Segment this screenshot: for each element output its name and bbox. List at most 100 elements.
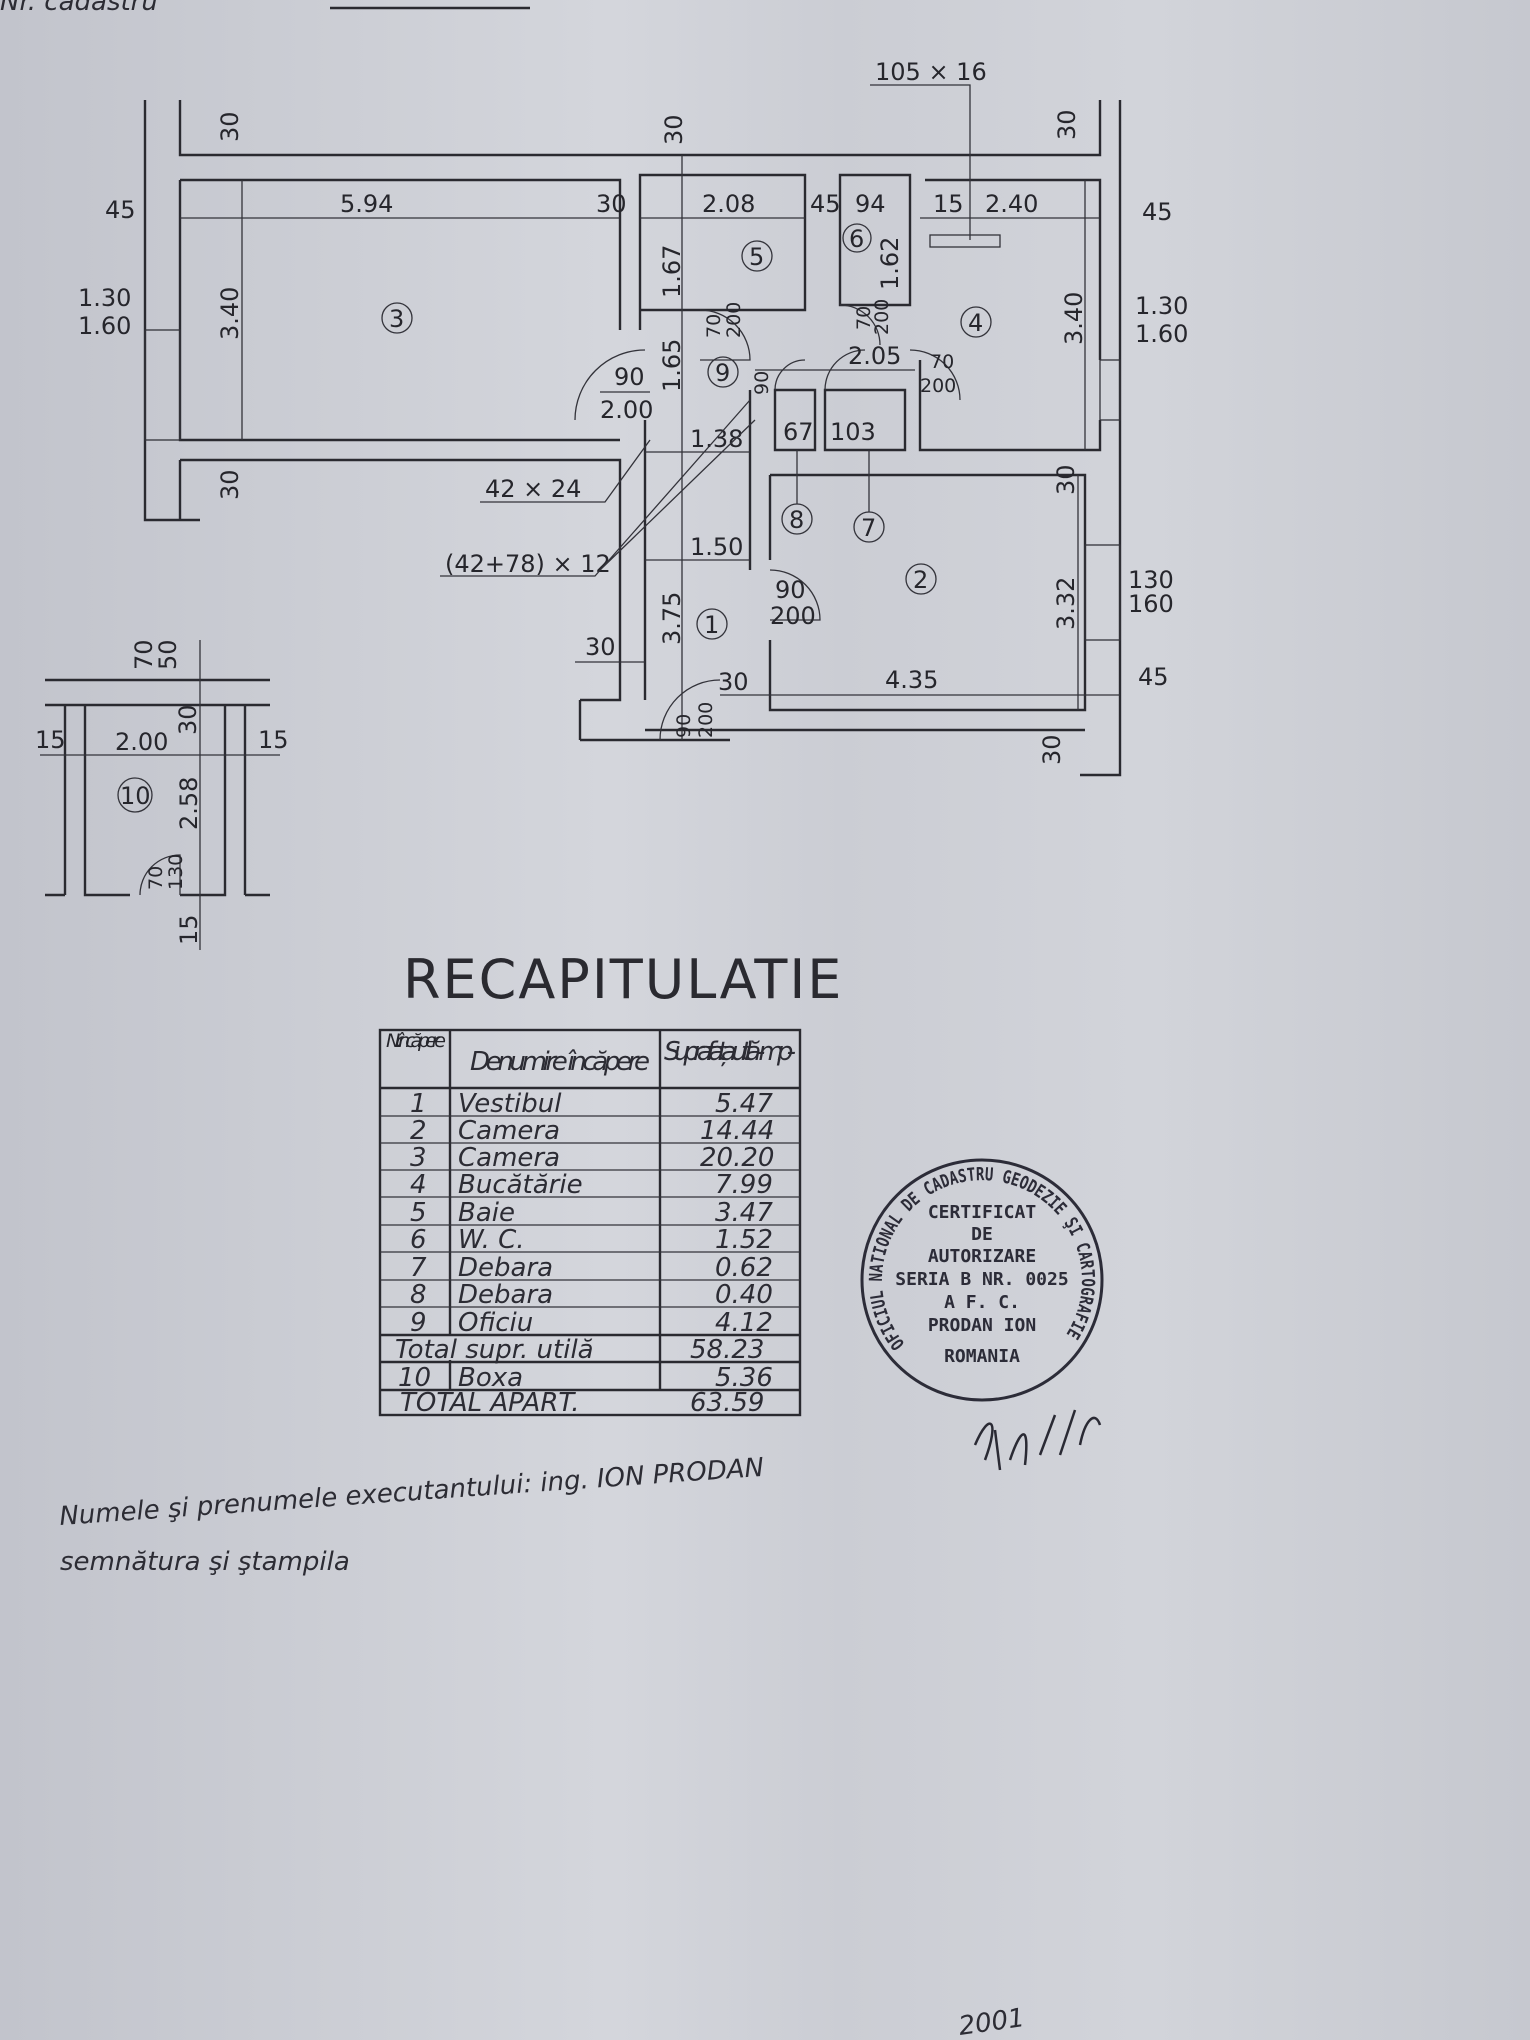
total-label: TOTAL APART. xyxy=(400,1388,579,1418)
dim: 30 xyxy=(1053,109,1081,140)
cadastral-label: Nr. cadastru xyxy=(0,0,158,17)
dim: 1.65 xyxy=(658,339,686,392)
boxa-name: Boxa xyxy=(458,1363,523,1393)
walls xyxy=(143,100,1122,777)
dim: 70 xyxy=(145,866,167,890)
dim: 45 xyxy=(1142,198,1173,226)
date: 2001 xyxy=(957,2003,1027,2040)
dim: 90 xyxy=(673,714,695,738)
header-area: Suprafața utilă -mp- xyxy=(664,1037,796,1067)
stamp-text: DE xyxy=(971,1224,993,1245)
row-nr: 6 xyxy=(410,1225,427,1255)
dim: 200 xyxy=(770,602,816,630)
row-area: 0.62 xyxy=(715,1253,773,1283)
dim: 2.40 xyxy=(985,190,1038,218)
dim: 15 xyxy=(175,914,203,945)
dim: 30 xyxy=(660,114,688,145)
room-number: 9 xyxy=(715,359,730,387)
dim: 2.58 xyxy=(175,777,203,830)
total-util-label: Total supr. utilă xyxy=(395,1335,594,1365)
row-area: 7.99 xyxy=(715,1170,773,1200)
row-name: Camera xyxy=(458,1116,560,1146)
dimension-labels: 105 × 16 45 5.94 30 3.40 1.30 1.60 30 30… xyxy=(35,58,1188,950)
dim: 70 xyxy=(853,306,875,330)
dim: 90 xyxy=(775,576,806,604)
dim: 94 xyxy=(855,190,886,218)
dim: 15 xyxy=(258,726,289,754)
row-nr: 8 xyxy=(410,1280,427,1310)
dim: 2.00 xyxy=(600,396,653,424)
row-nr: 3 xyxy=(410,1143,427,1173)
dim: 160 xyxy=(1128,590,1174,618)
boxa-area: 5.36 xyxy=(715,1363,773,1393)
dim: 30 xyxy=(174,704,202,735)
total-util-value: 58.23 xyxy=(690,1335,764,1365)
signature-line: semnătura şi ştampila xyxy=(60,1547,350,1577)
dim: 1.30 xyxy=(1135,292,1188,320)
door-swings xyxy=(574,304,961,741)
dim: 67 xyxy=(783,418,814,446)
dim: 70 xyxy=(930,351,954,373)
stamp-text: PRODAN ION xyxy=(928,1315,1036,1336)
dim: 5.94 xyxy=(340,190,393,218)
dim: 1.30 xyxy=(78,284,131,312)
boxa-walls xyxy=(45,678,270,897)
row-name: Debara xyxy=(458,1280,553,1310)
dim: 103 xyxy=(830,418,876,446)
row-name: Debara xyxy=(458,1253,553,1283)
dim: 2.00 xyxy=(115,728,168,756)
room-number: 2 xyxy=(913,566,928,594)
header-name: Denumire încăpere xyxy=(470,1047,650,1077)
dim: 200 xyxy=(723,302,745,338)
official-stamp: OFICIUL NATIONAL DE CADASTRU GEODEZIE ŞI… xyxy=(860,1158,1104,1402)
room-number: 3 xyxy=(389,305,404,333)
stamp-country: ROMANIA xyxy=(944,1346,1020,1367)
dim: 3.32 xyxy=(1052,577,1080,630)
dim: 4.35 xyxy=(885,666,938,694)
boxa-nr: 10 xyxy=(398,1363,431,1393)
stamp-text: A F. C. xyxy=(944,1292,1020,1313)
row-nr: 2 xyxy=(410,1116,427,1146)
room-number: 10 xyxy=(120,782,151,810)
room-number: 1 xyxy=(704,611,719,639)
row-name: Baie xyxy=(458,1198,515,1228)
dim: 1.62 xyxy=(876,237,904,290)
dim: 70 xyxy=(703,314,725,338)
dim: 200 xyxy=(871,299,893,335)
dim: 90 xyxy=(614,363,645,391)
row-area: 4.12 xyxy=(715,1308,773,1338)
stamp-text: CERTIFICAT xyxy=(928,1202,1037,1223)
row-area: 5.47 xyxy=(715,1089,773,1119)
signature xyxy=(973,1409,1102,1471)
row-nr: 7 xyxy=(410,1253,427,1283)
recap-title: RECAPITULATIE xyxy=(403,948,843,1011)
dim: 30 xyxy=(216,469,244,500)
dim: 30 xyxy=(1052,464,1080,495)
row-area: 3.47 xyxy=(715,1198,773,1228)
dim: 1.50 xyxy=(690,533,743,561)
row-area: 20.20 xyxy=(700,1143,774,1173)
dim: 3.40 xyxy=(1060,292,1088,345)
row-name: W. C. xyxy=(458,1225,525,1255)
dim: 200 xyxy=(695,702,717,738)
dim: 15 xyxy=(35,726,66,754)
dim: 70 xyxy=(130,639,158,670)
total-value: 63.59 xyxy=(690,1388,764,1418)
dim: 200 xyxy=(920,375,956,397)
dim: 30 xyxy=(216,111,244,142)
row-area: 1.52 xyxy=(715,1225,773,1255)
dim: 30 xyxy=(718,668,749,696)
dim: 50 xyxy=(154,639,182,670)
dim: 42 × 24 xyxy=(485,475,581,503)
dim: 45 xyxy=(810,190,841,218)
row-name: Vestibul xyxy=(458,1089,562,1119)
dim: 90 xyxy=(751,371,773,395)
recap-table-text: Nr. încă pere Denumire încăpere Suprafaț… xyxy=(386,1030,796,1418)
dim: 130 xyxy=(1128,566,1174,594)
row-name: Bucătărie xyxy=(458,1170,583,1200)
row-nr: 5 xyxy=(410,1198,427,1228)
room-labels: 3 5 6 4 9 8 7 2 1 10 xyxy=(117,223,992,813)
room-number: 6 xyxy=(849,225,864,253)
